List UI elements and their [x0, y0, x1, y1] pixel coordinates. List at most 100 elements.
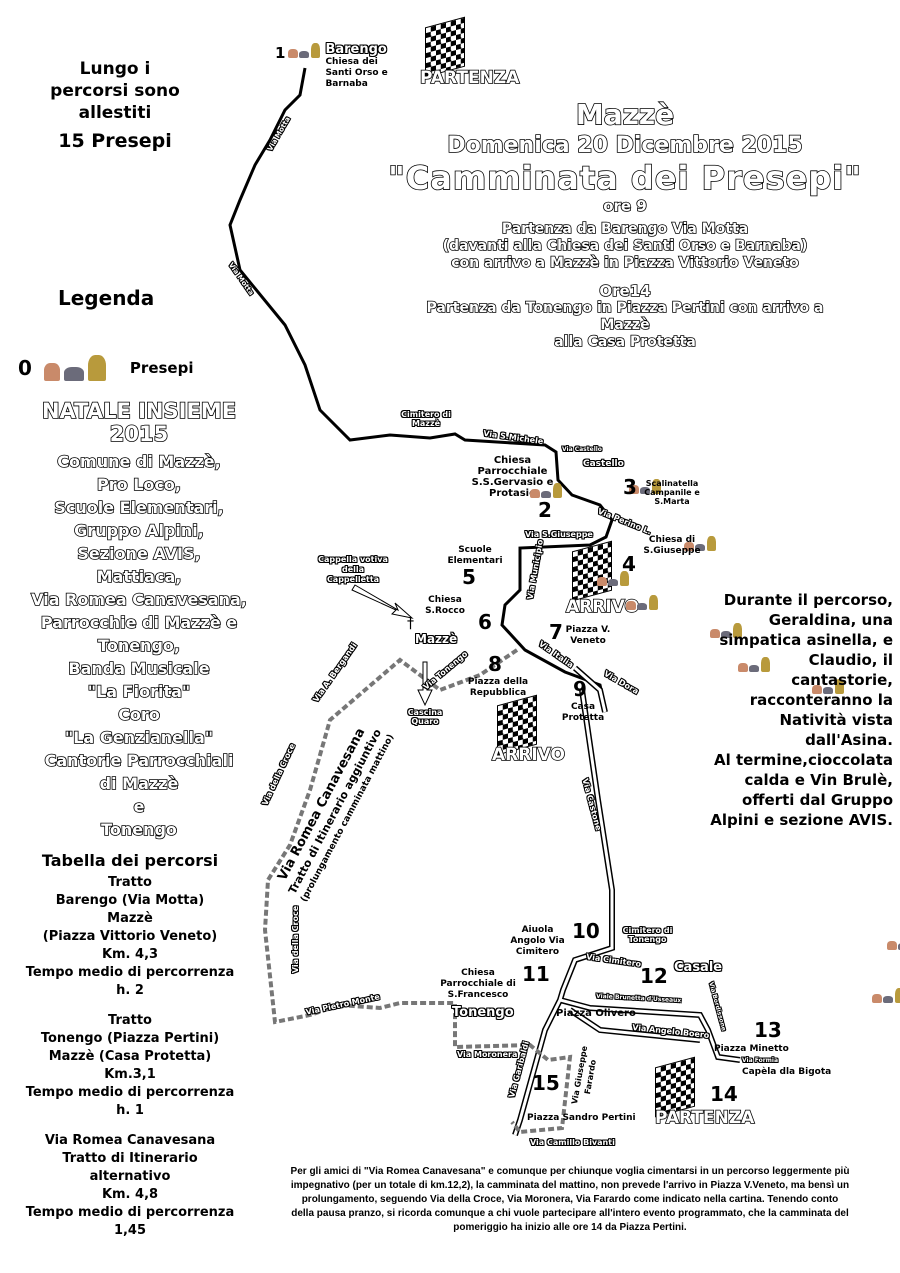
text-line: Durante il percorso, — [723, 591, 893, 609]
text-line: Tonengo — [100, 819, 177, 840]
desc-line: alla Casa Protetta — [553, 333, 696, 351]
stop-2-number: 2 — [538, 498, 552, 522]
stop-name: Barengo — [325, 42, 387, 57]
nativity-icon — [626, 594, 660, 610]
street-label: Cimitero di Mazzè — [401, 410, 451, 428]
tabella-line: Tonengo (Piazza Pertini) — [40, 1031, 220, 1046]
cappella-arrow — [351, 584, 414, 619]
header-desc1: Partenza da Barengo Via Motta(davanti al… — [355, 220, 895, 272]
text-line: cantastorie, — [791, 671, 893, 689]
nativity-icon — [597, 570, 631, 586]
natale-insieme: NATALE INSIEME 2015 Comune di Mazzè,Pro … — [0, 399, 278, 841]
tabella-line: Via Romea Canavesana — [44, 1133, 216, 1148]
arrivo-label: ARRIVO — [565, 596, 640, 618]
nativity-icon — [737, 656, 772, 672]
street-label: Via Camillo Bivanti — [530, 1138, 615, 1147]
text-line: racconteranno la — [749, 691, 893, 709]
text-line: Banda Musicale — [68, 658, 211, 679]
stop-4-number: 4 — [622, 552, 636, 576]
text-line: Parrocchie di Mazzè e — [40, 612, 238, 633]
stop-sub: Chiesa dei Santi Orso e Barnaba — [325, 57, 388, 89]
street-label: Via S.Giuseppe — [525, 530, 593, 539]
intro-line: Lungo i — [79, 59, 151, 79]
nativity-icon — [710, 622, 744, 638]
stop-9-name: Casa Protetta — [561, 702, 605, 723]
nativity-icon — [42, 355, 112, 381]
desc-line: con arrivo a Mazzè in Piazza Vittorio Ve… — [450, 254, 799, 272]
nativity-icon — [871, 987, 900, 1003]
tabella-line: Tempo medio di percorrenza — [25, 1085, 235, 1100]
nativity-icon — [288, 42, 322, 58]
text-line: Tonengo, — [97, 635, 181, 656]
stop-3-number: 3 — [623, 475, 637, 499]
nativity-icon — [629, 478, 663, 494]
stop-5-name: Scuole Elementari — [447, 545, 503, 566]
stop-10-name: Aiuola Angolo Via Cimitero — [510, 925, 565, 957]
text-line: Comune di Mazzè, — [56, 451, 221, 472]
tabella-line: Mazzè — [107, 911, 153, 926]
intro-count: 15 Presepi — [58, 130, 172, 152]
tabella-line: 1,45 — [113, 1223, 147, 1238]
arrivo-label: ARRIVO — [491, 744, 566, 766]
stop-13-name: Piazza Minetto — [714, 1044, 789, 1054]
street-label: Castello — [583, 459, 624, 469]
street-label: Via Castello — [562, 446, 602, 453]
stop-14-number: 14 — [710, 1082, 738, 1106]
stop-15-number: 15 — [532, 1071, 560, 1095]
partenza-label: PARTENZA — [419, 67, 520, 89]
tabella-line: Tempo medio di percorrenza — [25, 1205, 235, 1220]
text-line: Natività vista — [779, 711, 893, 729]
town-label-mazze: Mazzè — [415, 632, 458, 646]
tabella-line: (Piazza Vittorio Veneto) — [42, 929, 218, 944]
event-header: Mazzè Domenica 20 Dicembre 2015 "Cammina… — [355, 97, 895, 351]
tabella-line: Barengo (Via Motta) — [55, 893, 205, 908]
tabella-line: Km.3,1 — [104, 1067, 156, 1082]
stop-10-number: 10 — [572, 919, 600, 943]
nativity-icon — [684, 535, 718, 551]
stop-2-name: Chiesa Parrocchiale S.S.Gervasio e Prota… — [471, 455, 554, 499]
text-line: di Mazzè — [99, 773, 179, 794]
street-label: Cimitero di Tonengo — [622, 926, 673, 944]
desc-line: Partenza da Tonengo in Piazza Pertini co… — [426, 299, 824, 317]
legend-label: Presepi — [129, 359, 194, 377]
tabella-line: alternativo — [89, 1169, 171, 1184]
natale-year: 2015 — [109, 422, 169, 447]
text-line: Coro — [117, 704, 160, 725]
text-line: Mattiaca, — [96, 566, 182, 587]
stop-8-name: Piazza della Repubblica — [467, 677, 529, 698]
intro-line: allestiti — [78, 103, 152, 123]
stop-13-number: 13 — [754, 1018, 782, 1042]
text-line: Al termine,cioccolata — [713, 751, 893, 769]
tabella-line: Tempo medio di percorrenza — [25, 965, 235, 980]
tabella-line: h. 1 — [116, 1103, 144, 1118]
text-line: Sezione AVIS, — [77, 543, 202, 564]
cascina-arrow — [417, 661, 433, 707]
desc-line: Partenza da Barengo Via Motta — [501, 220, 749, 238]
stop-7-number: 7 — [549, 620, 563, 644]
text-line: Pro Loco, — [96, 474, 182, 495]
desc-line: (davanti alla Chiesa dei Santi Orso e Ba… — [442, 237, 808, 255]
stop-12-number: 12 — [640, 964, 668, 988]
header-town: Mazzè — [575, 97, 675, 132]
legend-title: Legenda — [58, 286, 155, 310]
text-line: offerti dal Gruppo — [742, 791, 893, 809]
stop-9-number: 9 — [573, 677, 587, 701]
header-event: "Camminata dei Presepi" — [387, 158, 862, 198]
desc-line: Mazzè — [600, 316, 651, 334]
street-label: Via Moronera — [457, 1050, 518, 1059]
tabella-line: Mazzè (Casa Protetta) — [48, 1049, 212, 1064]
text-line: Gruppo Alpini, — [73, 520, 204, 541]
stop-15-name: Piazza Sandro Pertini — [527, 1113, 636, 1123]
cappella-label: Cappella votiva della Cappelletta — [318, 555, 388, 584]
text-line: e — [133, 796, 145, 817]
intro-text: Lungo i percorsi sono allestiti 15 Prese… — [20, 58, 210, 152]
stop-6-name: Chiesa S.Rocco — [425, 595, 465, 616]
tabella-line: h. 2 — [116, 983, 144, 998]
town-label-tonengo: Tonengo — [452, 1005, 514, 1020]
text-line: Cantorie Parrocchiali — [44, 750, 234, 771]
